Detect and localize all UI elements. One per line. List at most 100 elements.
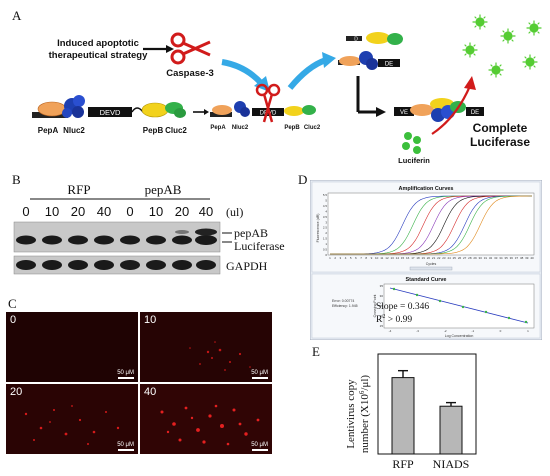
strategy-text-line2: therapeutical strategy bbox=[49, 50, 148, 61]
panel-label-c: C bbox=[8, 296, 17, 311]
luciferin-label: Luciferin bbox=[398, 156, 430, 165]
lane-label: 10 bbox=[45, 204, 59, 219]
scroll-handle bbox=[409, 266, 453, 271]
std-ylabel: Crossing Point bbox=[373, 295, 377, 318]
complete-luciferase-complex: VE DE bbox=[394, 98, 484, 122]
std-x-tick: 1 bbox=[527, 329, 529, 333]
amp-x-tick: 26 bbox=[458, 256, 462, 260]
amp-x-tick: 36 bbox=[510, 256, 514, 260]
cluc2-label: Cluc2 bbox=[165, 126, 187, 135]
panel-b-western-blot: RFP pepAB 0 10 20 40 0 10 20 40 (ul) pep… bbox=[13, 182, 285, 275]
micrograph-40: 40 50 μM bbox=[140, 384, 272, 454]
fusion-construct-cleaving: DEVD bbox=[210, 101, 316, 117]
amp-x-tick: 10 bbox=[375, 256, 379, 260]
lane-label: 20 bbox=[175, 204, 189, 219]
std-title: Standard Curve bbox=[406, 277, 447, 283]
amp-x-tick: 20 bbox=[427, 256, 431, 260]
pepa-label: PepA bbox=[38, 126, 59, 135]
strategy-text-line1: Induced apoptotic bbox=[57, 38, 139, 49]
nluc2-label-small: Nluc2 bbox=[232, 125, 249, 131]
standard-curve-line bbox=[389, 287, 529, 324]
cell-speckles bbox=[24, 405, 120, 445]
panel-d-qpcr: Amplification Curves Fluorescence (dR) 0… bbox=[310, 180, 542, 340]
luciferin-dots-icon bbox=[402, 132, 421, 154]
e-ylabel-line1: Lentivirus copy bbox=[345, 379, 357, 449]
amp-x-tick: 27 bbox=[463, 256, 467, 260]
amp-x-tick: 30 bbox=[479, 256, 483, 260]
caspase-label: Caspase-3 bbox=[166, 68, 214, 79]
amp-x-tick: 29 bbox=[473, 256, 477, 260]
amp-y-ticks: 00.511.522.533.544.555.5 bbox=[323, 193, 328, 257]
group-pepab-label: pepAB bbox=[145, 182, 182, 197]
bar-rfp bbox=[391, 377, 415, 455]
amp-y-tick: 2 bbox=[325, 231, 327, 235]
complete-label-line1: Complete bbox=[473, 121, 528, 135]
lane-label: 10 bbox=[149, 204, 163, 219]
frag-de2-label: DE bbox=[471, 110, 479, 116]
std-x-tick: -1 bbox=[471, 329, 474, 333]
amplification-curves bbox=[330, 195, 532, 255]
amp-y-tick: 5.5 bbox=[323, 193, 328, 197]
e-bars bbox=[391, 369, 463, 455]
amp-x-tick: 39 bbox=[525, 256, 529, 260]
e-ylabel-line2: number (X106/μl) bbox=[358, 375, 371, 453]
amp-x-tick: 9 bbox=[371, 256, 373, 260]
std-error: Error: 0.00774 bbox=[332, 299, 354, 303]
amp-y-tick: 4.5 bbox=[323, 204, 328, 208]
band-pepab-label: pepAB bbox=[234, 226, 268, 240]
amp-x-tick: 12 bbox=[385, 256, 389, 260]
fusion-construct-intact: DEVD bbox=[32, 95, 186, 118]
micrograph-label: 20 bbox=[10, 386, 23, 398]
amp-x-tick: 3 bbox=[340, 256, 342, 260]
devd-label-intact: DEVD bbox=[100, 108, 121, 117]
amp-x-tick: 28 bbox=[468, 256, 472, 260]
amp-x-tick: 13 bbox=[390, 256, 394, 260]
lane-label: 40 bbox=[97, 204, 111, 219]
amp-x-tick: 23 bbox=[442, 256, 446, 260]
lane-label: 20 bbox=[71, 204, 85, 219]
cluc2-protein-icon bbox=[165, 102, 186, 118]
std-x-tick: 0 bbox=[500, 329, 502, 333]
nluc2-label: Nluc2 bbox=[63, 126, 85, 135]
std-xlabel: Log Concentration bbox=[445, 334, 474, 338]
x-tick-label: RFP bbox=[392, 457, 414, 471]
amp-x-tick: 18 bbox=[416, 256, 420, 260]
micrograph-label: 40 bbox=[144, 386, 157, 398]
amp-y-tick: 5 bbox=[325, 198, 327, 202]
amp-x-tick: 7 bbox=[360, 256, 362, 260]
amp-title: Amplification Curves bbox=[398, 186, 453, 192]
frag-ve-label: VE bbox=[400, 110, 408, 116]
cell-speckles bbox=[160, 404, 260, 446]
panel-label-a: A bbox=[12, 8, 22, 23]
amp-x-tick: 14 bbox=[396, 256, 400, 260]
scale-bar: 50 μM bbox=[251, 370, 268, 379]
luminescence-icon bbox=[462, 14, 542, 78]
complete-label-line2: Luciferase bbox=[470, 135, 530, 149]
luciferase-bands bbox=[16, 235, 217, 245]
gapdh-bands bbox=[16, 260, 216, 270]
std-x-tick: -3 bbox=[416, 329, 419, 333]
amp-y-tick: 1.5 bbox=[323, 237, 328, 241]
lane-label: 0 bbox=[22, 204, 29, 219]
micrograph-10: 10 50 μM bbox=[140, 312, 272, 382]
std-x-tick: -4 bbox=[389, 329, 392, 333]
amp-x-tick: 19 bbox=[422, 256, 426, 260]
scale-bar: 50 μM bbox=[117, 442, 134, 451]
band-luciferase-label: Luciferase bbox=[234, 239, 285, 253]
amp-x-tick: 8 bbox=[365, 256, 367, 260]
micrograph-20: 20 50 μM bbox=[6, 384, 138, 454]
cell-speckles bbox=[189, 341, 251, 371]
pepab-bands bbox=[175, 228, 217, 236]
standard-points bbox=[392, 287, 528, 324]
pepa-label-small: PepA bbox=[210, 125, 226, 131]
pepb-label-small: PepB bbox=[284, 125, 300, 131]
amp-x-tick: 32 bbox=[489, 256, 493, 260]
cleaved-fragment-pepa: DE bbox=[338, 51, 400, 70]
scissors-cut-icon bbox=[255, 83, 281, 123]
amp-x-tick: 17 bbox=[411, 256, 415, 260]
amp-y-tick: 3.5 bbox=[323, 215, 328, 219]
frag-de-label: DE bbox=[385, 62, 393, 68]
